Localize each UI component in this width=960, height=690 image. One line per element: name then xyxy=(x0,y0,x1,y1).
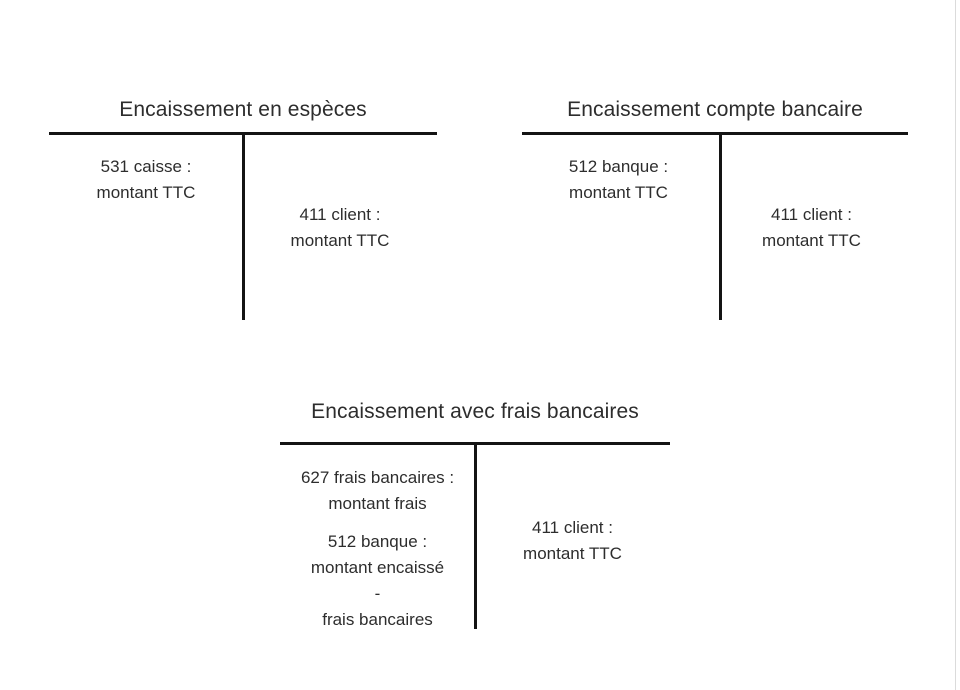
taccount-bank-fees-body: 627 frais bancaires : montant frais 512 … xyxy=(280,445,670,629)
debit-entry-line: 531 caisse : xyxy=(100,157,192,176)
debit-entry-line: 512 banque : xyxy=(568,157,669,176)
debit-entry: 512 banque : montant encaissé - frais ba… xyxy=(280,529,475,633)
debit-entry: 531 caisse : montant TTC xyxy=(49,154,243,206)
credit-entry-line: 411 client : xyxy=(532,518,613,537)
credit-entry: 411 client : montant TTC xyxy=(243,202,437,254)
taccount-bank-fees-credit-column: 411 client : montant TTC xyxy=(475,445,670,629)
credit-entry-line: montant TTC xyxy=(290,231,390,250)
taccount-cash-credit-column: 411 client : montant TTC xyxy=(243,135,437,320)
taccount-cash-divider xyxy=(241,135,245,320)
taccount-bank-fees-title: Encaissement avec frais bancaires xyxy=(311,400,639,423)
debit-entry-line: frais bancaires xyxy=(322,610,433,629)
credit-entry-line: 411 client : xyxy=(771,205,852,224)
taccount-bank-debit-column: 512 banque : montant TTC xyxy=(522,135,715,320)
taccount-cash-debit-column: 531 caisse : montant TTC xyxy=(49,135,243,320)
taccount-bank-title: Encaissement compte bancaire xyxy=(567,98,863,121)
taccount-bank-fees: Encaissement avec frais bancaires 627 fr… xyxy=(280,399,670,629)
credit-entry: 411 client : montant TTC xyxy=(715,202,908,254)
taccount-bank-divider xyxy=(719,135,722,320)
credit-entry-line: montant TTC xyxy=(523,544,622,563)
taccount-bank-body: 512 banque : montant TTC 411 client : mo… xyxy=(522,135,908,320)
debit-entry-line: montant TTC xyxy=(569,183,668,202)
credit-entry-line: montant TTC xyxy=(762,231,861,250)
taccount-bank-fees-top-rule xyxy=(280,442,670,445)
debit-entry-line: 627 frais bancaires : xyxy=(300,468,455,487)
debit-entry-line: 512 banque : xyxy=(327,532,428,551)
debit-entry-line: montant TTC xyxy=(96,183,196,202)
debit-entry-line: montant frais xyxy=(328,494,427,513)
credit-entry-line: 411 client : xyxy=(299,205,381,224)
debit-entry: 512 banque : montant TTC xyxy=(522,154,715,206)
taccount-cash: Encaissement en espèces 531 caisse : mon… xyxy=(49,97,437,320)
taccount-bank-credit-column: 411 client : montant TTC xyxy=(715,135,908,320)
taccount-bank: Encaissement compte bancaire 512 banque … xyxy=(522,97,908,320)
taccount-cash-body: 531 caisse : montant TTC 411 client : mo… xyxy=(49,135,437,320)
taccount-bank-fees-debit-column: 627 frais bancaires : montant frais 512 … xyxy=(280,445,475,629)
debit-entry-line: montant encaissé xyxy=(310,558,445,577)
debit-entry: 627 frais bancaires : montant frais xyxy=(280,465,475,517)
taccount-cash-title: Encaissement en espèces xyxy=(119,98,367,121)
page-right-edge xyxy=(955,0,956,690)
credit-entry: 411 client : montant TTC xyxy=(475,515,670,567)
taccount-cash-top-rule xyxy=(49,132,437,135)
taccount-bank-fees-divider xyxy=(473,445,477,629)
taccount-bank-top-rule xyxy=(522,132,908,135)
debit-entry-line: - xyxy=(374,584,381,603)
